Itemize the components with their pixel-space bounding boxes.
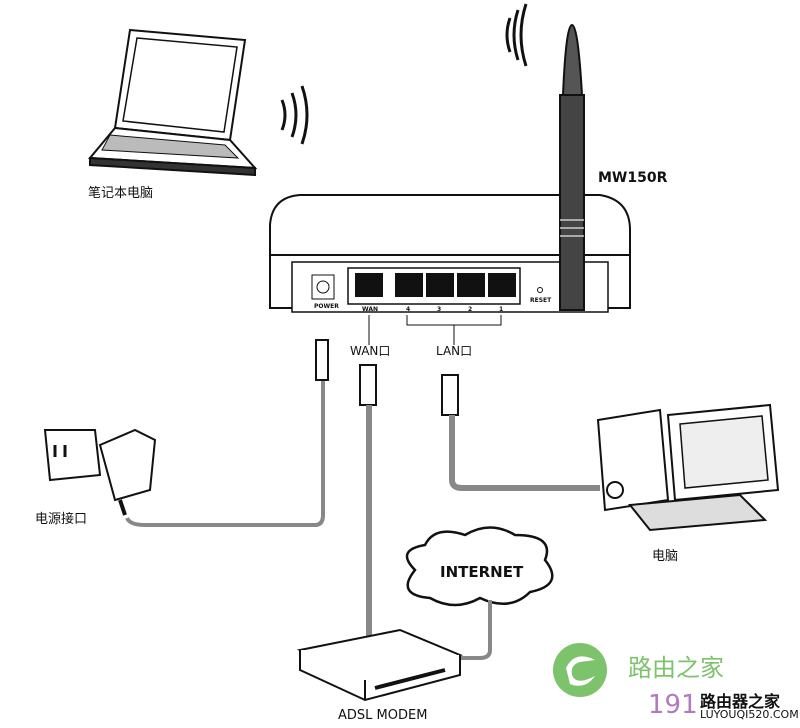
watermark-site-name: 路由之家 bbox=[628, 654, 724, 682]
wan-port-label: WAN bbox=[362, 306, 379, 313]
router-icon bbox=[269, 194, 631, 313]
lan-port-label: 3 bbox=[437, 306, 442, 313]
lan-callout: LAN口 bbox=[436, 344, 473, 358]
adsl-modem-icon bbox=[296, 628, 464, 702]
internet-label: INTERNET bbox=[440, 563, 524, 581]
antenna-icon bbox=[559, 23, 585, 311]
power-adapter-icon bbox=[98, 428, 157, 516]
wireless-signal-icon bbox=[280, 3, 528, 145]
internet-cloud-icon bbox=[405, 526, 554, 607]
watermark-brand: 路由器之家 bbox=[700, 692, 781, 711]
wall-socket-icon bbox=[43, 429, 102, 482]
power-label: 电源接口 bbox=[35, 512, 88, 527]
reset-label: RESET bbox=[530, 297, 552, 304]
wan-callout: WAN口 bbox=[350, 344, 391, 358]
internet-cable bbox=[455, 600, 492, 660]
rj45-plug-icon bbox=[359, 364, 377, 406]
power-cable bbox=[125, 380, 325, 527]
lan-port-label: 1 bbox=[499, 306, 504, 313]
site-logo-icon bbox=[553, 643, 607, 697]
lan-cable bbox=[449, 415, 600, 491]
lan-port-label: 4 bbox=[406, 306, 411, 313]
power-port-label: POWER bbox=[314, 303, 339, 310]
lan-port-label: 2 bbox=[468, 306, 473, 313]
watermark-number: 191 bbox=[648, 690, 698, 720]
desktop-computer-icon bbox=[596, 403, 780, 532]
rj45-plug-icon bbox=[441, 374, 459, 416]
laptop-icon bbox=[87, 28, 258, 177]
model-label: MW150R bbox=[598, 170, 668, 186]
laptop-label: 笔记本电脑 bbox=[88, 186, 154, 201]
watermark-url: LUYOUQI520.COM bbox=[700, 708, 799, 721]
computer-label: 电脑 bbox=[652, 549, 679, 564]
modem-label: ADSL MODEM bbox=[338, 708, 428, 723]
